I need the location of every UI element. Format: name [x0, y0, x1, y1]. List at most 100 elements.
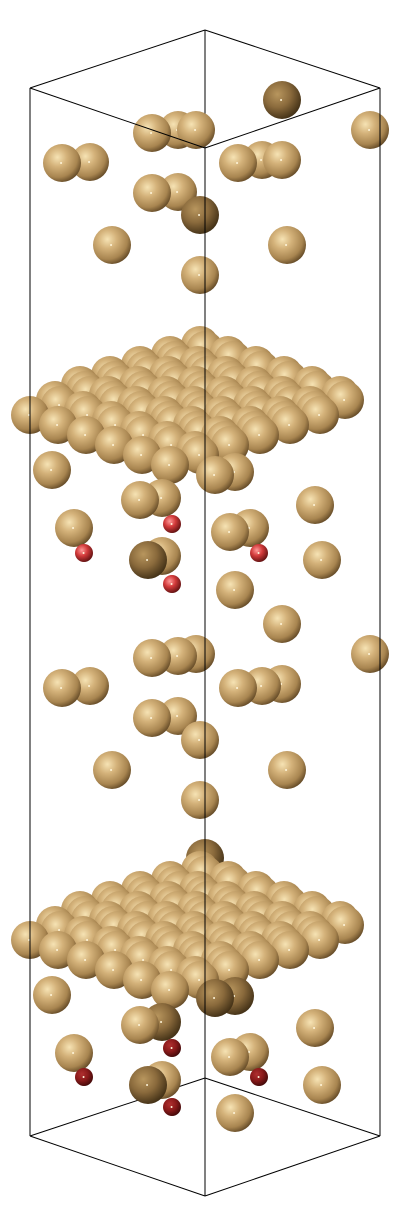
atom-highlight	[368, 129, 371, 131]
atom-highlight	[228, 1056, 231, 1058]
atom-highlight	[110, 769, 113, 771]
cell-edge	[204, 1077, 381, 1137]
atom-highlight	[82, 552, 85, 554]
atom-highlight	[170, 523, 173, 525]
atom-highlight	[50, 469, 53, 471]
atom-highlight	[112, 969, 115, 971]
atom-highlight	[168, 989, 171, 991]
atom-highlight	[84, 434, 87, 436]
atom-highlight	[150, 657, 153, 659]
atom-highlight	[198, 274, 201, 276]
atom-highlight	[233, 1112, 236, 1114]
atom-highlight	[257, 1076, 260, 1078]
cell-edge	[204, 29, 381, 89]
atom-highlight	[170, 1106, 173, 1108]
cell-front-edges	[29, 87, 381, 1197]
atom-highlight	[228, 969, 231, 971]
atom-highlight	[343, 399, 346, 401]
atom-highlight	[320, 1084, 323, 1086]
atom-highlight	[88, 161, 91, 163]
cell-edge	[29, 29, 206, 89]
atom-highlight	[112, 444, 115, 446]
atom-highlight	[313, 504, 316, 506]
atom-highlight	[146, 1084, 149, 1086]
cell-edge	[29, 1135, 206, 1197]
atom-highlight	[170, 1047, 173, 1049]
cell-edge	[204, 87, 381, 149]
atom-highlight	[114, 424, 117, 426]
atom-highlight	[176, 655, 179, 657]
atom-highlight	[288, 949, 291, 951]
atom-highlight	[58, 929, 61, 931]
atom-highlight	[258, 959, 261, 961]
atom-highlight	[50, 994, 53, 996]
atom-highlight	[213, 474, 216, 476]
atom-highlight	[318, 414, 321, 416]
atom-highlight	[228, 444, 231, 446]
atom-highlight	[72, 1052, 75, 1054]
atom-highlight	[88, 685, 91, 687]
atom-highlight	[285, 769, 288, 771]
atom-highlight	[140, 979, 143, 981]
atom-highlight	[198, 799, 201, 801]
atom-highlight	[260, 685, 263, 687]
atom-highlight	[140, 454, 143, 456]
atom-highlight	[176, 191, 179, 193]
atom-highlight	[86, 939, 89, 941]
atom-highlight	[194, 129, 197, 131]
atom-highlight	[280, 623, 283, 625]
atom-highlight	[280, 159, 283, 161]
atom-highlight	[170, 444, 173, 446]
atom-highlight	[198, 739, 201, 741]
atom-highlight	[320, 559, 323, 561]
atom-highlight	[142, 959, 145, 961]
atom-highlight	[236, 162, 239, 164]
atom-highlight	[72, 527, 75, 529]
atom-highlight	[368, 653, 371, 655]
atom-highlight	[114, 949, 117, 951]
atom-highlight	[236, 687, 239, 689]
cell-edge	[204, 1135, 381, 1197]
atom-highlight	[150, 192, 153, 194]
atom-highlight	[60, 162, 63, 164]
atom-highlight	[198, 214, 201, 216]
atom-highlight	[60, 687, 63, 689]
atom-highlight	[260, 159, 263, 161]
atom-highlight	[160, 497, 163, 499]
atom-highlight	[233, 589, 236, 591]
atom-highlight	[56, 424, 59, 426]
atom-highlight	[84, 959, 87, 961]
atom-highlight	[257, 552, 260, 554]
atom-highlight	[170, 583, 173, 585]
atom-highlight	[213, 997, 216, 999]
atom-highlight	[146, 559, 149, 561]
atom-highlight	[138, 499, 141, 501]
atom-highlight	[56, 949, 59, 951]
atom-highlight	[176, 715, 179, 717]
atom-highlight	[343, 924, 346, 926]
atoms-layer	[11, 81, 389, 1132]
atom-highlight	[318, 939, 321, 941]
atom-highlight	[198, 979, 201, 981]
atom-highlight	[82, 1076, 85, 1078]
atom-highlight	[150, 132, 153, 134]
atom-highlight	[142, 434, 145, 436]
atom-highlight	[288, 424, 291, 426]
cell-edge	[29, 87, 206, 149]
atom-highlight	[58, 404, 61, 406]
atom-highlight	[258, 434, 261, 436]
atom-highlight	[160, 1021, 163, 1023]
atom-highlight	[168, 464, 171, 466]
atom-highlight	[150, 717, 153, 719]
atom-highlight	[313, 1027, 316, 1029]
atom-highlight	[138, 1024, 141, 1026]
atom-highlight	[285, 244, 288, 246]
atom-highlight	[86, 414, 89, 416]
atom-highlight	[110, 244, 113, 246]
atom-highlight	[170, 969, 173, 971]
atom-highlight	[280, 99, 283, 101]
atom-highlight	[248, 1051, 251, 1053]
atom-highlight	[198, 454, 201, 456]
